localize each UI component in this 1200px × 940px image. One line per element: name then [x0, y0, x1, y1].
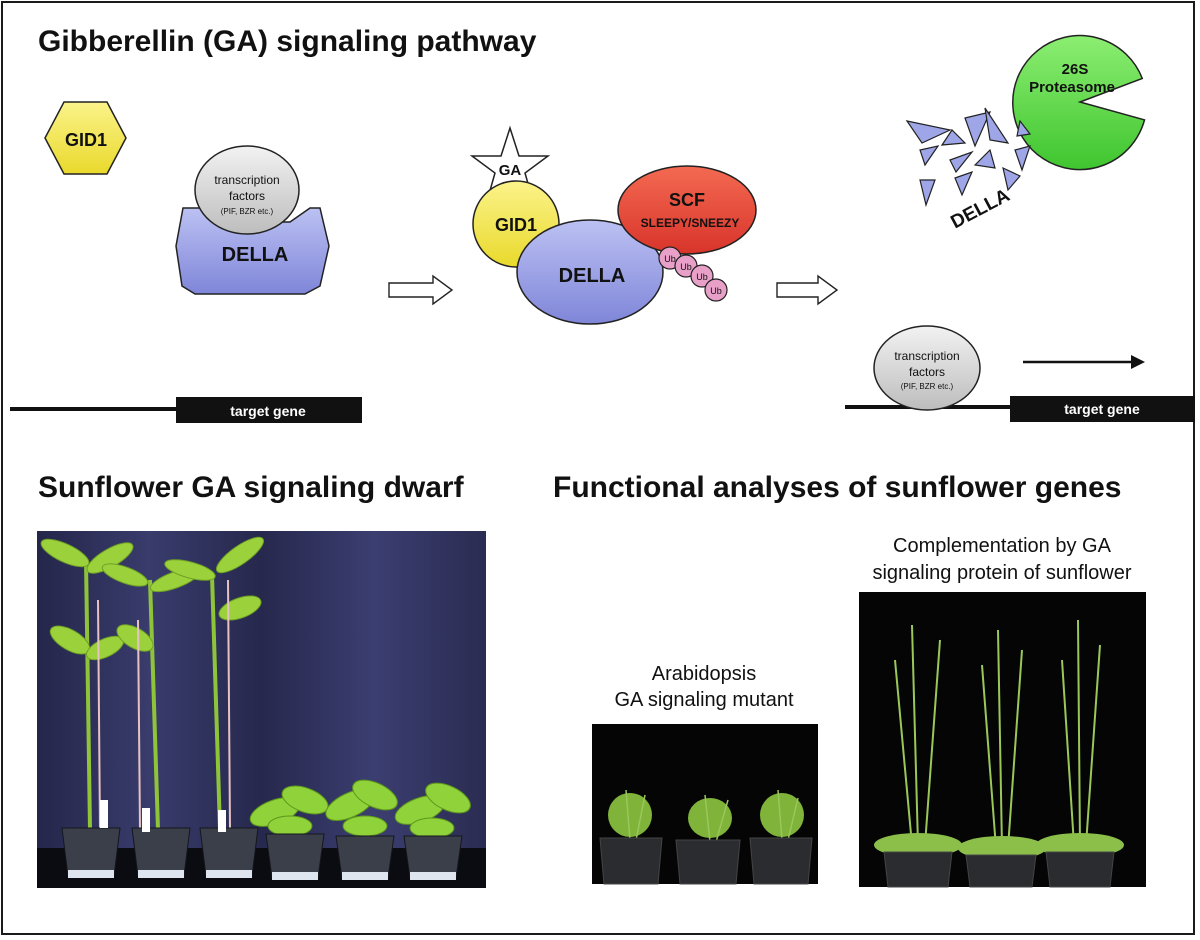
- fragment: [964, 111, 992, 148]
- transcription-factors-right: [873, 325, 981, 411]
- transcription-arrow-icon: [1131, 355, 1145, 369]
- fragment: [984, 107, 1010, 144]
- tf-left-line3: (PIF, BZR etc.): [221, 207, 274, 216]
- target-gene-label-right: target gene: [1064, 401, 1140, 417]
- fragment: [905, 120, 952, 144]
- ga-label: GA: [499, 162, 522, 179]
- complement-caption-line1: Complementation by GA: [893, 535, 1112, 557]
- tf-right-line2: factors: [909, 365, 945, 379]
- della-fragments-label: DELLA: [948, 185, 1014, 233]
- tf-right-line1: transcription: [894, 349, 959, 363]
- ub-label: Ub: [710, 286, 722, 296]
- ub-label: Ub: [680, 262, 692, 272]
- transcription-factors-left: [194, 145, 300, 235]
- ubiquitin-chain: Ub Ub Ub Ub: [658, 246, 728, 302]
- ub-circle: [690, 264, 714, 288]
- fragment: [1016, 119, 1032, 137]
- fragment: [919, 145, 940, 167]
- complement-caption-line2: signaling protein of sunflower: [872, 562, 1131, 584]
- target-gene-label-left: target gene: [230, 403, 306, 419]
- fragment: [949, 150, 974, 174]
- tf-left-line2: factors: [229, 189, 265, 203]
- gid1-label: GID1: [65, 130, 107, 150]
- functional-title: Functional analyses of sunflower genes: [553, 471, 1121, 504]
- della-mid-ellipse: [516, 219, 664, 325]
- della-complex-left: transcription factors (PIF, BZR etc.) DE…: [175, 145, 330, 295]
- fragment: [1002, 166, 1021, 192]
- fragment: [1014, 145, 1031, 172]
- tf-left-line1: transcription: [214, 173, 279, 187]
- sunflower-photo: [37, 531, 486, 888]
- ub-circle: [704, 278, 728, 302]
- fragment: [919, 179, 936, 208]
- complementation-photo: [859, 592, 1146, 888]
- target-gene-box-right: [1010, 396, 1195, 422]
- mutant-caption-line1: Arabidopsis: [652, 663, 757, 685]
- tf-right-line3: (PIF, BZR etc.): [901, 382, 954, 391]
- scf-sub-label: SLEEPY/SNEEZY: [641, 216, 740, 230]
- proteasome: 26S Proteasome: [1012, 34, 1146, 171]
- fragment: [954, 170, 974, 197]
- gid1-hexagon: GID1: [44, 101, 127, 175]
- della-fragments: [905, 107, 1032, 208]
- fragment: [973, 148, 996, 169]
- target-gene-box-left: [176, 397, 362, 423]
- arrow-1-icon: [388, 274, 454, 306]
- pathway-title: Gibberellin (GA) signaling pathway: [38, 25, 537, 58]
- ub-label: Ub: [696, 272, 708, 282]
- arrow-2-icon: [776, 274, 839, 306]
- gid1-della-scf-complex: GA GID1 DELLA SCF SLEEPY/SNEEZY Ub Ub Ub…: [469, 125, 757, 325]
- della-label-left: DELLA: [222, 244, 289, 266]
- ub-label: Ub: [664, 254, 676, 264]
- proteasome-label-1: 26S: [1062, 61, 1089, 78]
- gene-left: target gene: [10, 397, 362, 423]
- della-mid-label: DELLA: [559, 265, 626, 287]
- proteasome-label-2: Proteasome: [1029, 79, 1115, 96]
- arabidopsis-mutant-photo: [592, 724, 818, 885]
- proteasome-shape: [1012, 34, 1146, 171]
- scf-ellipse: [617, 165, 757, 255]
- fragment: [940, 129, 967, 146]
- dwarf-title: Sunflower GA signaling dwarf: [38, 471, 465, 504]
- gid1-bound-label: GID1: [495, 215, 537, 235]
- mutant-caption-line2: GA signaling mutant: [615, 689, 794, 711]
- scf-label: SCF: [669, 190, 705, 210]
- gene-right: transcription factors (PIF, BZR etc.) ta…: [845, 325, 1195, 422]
